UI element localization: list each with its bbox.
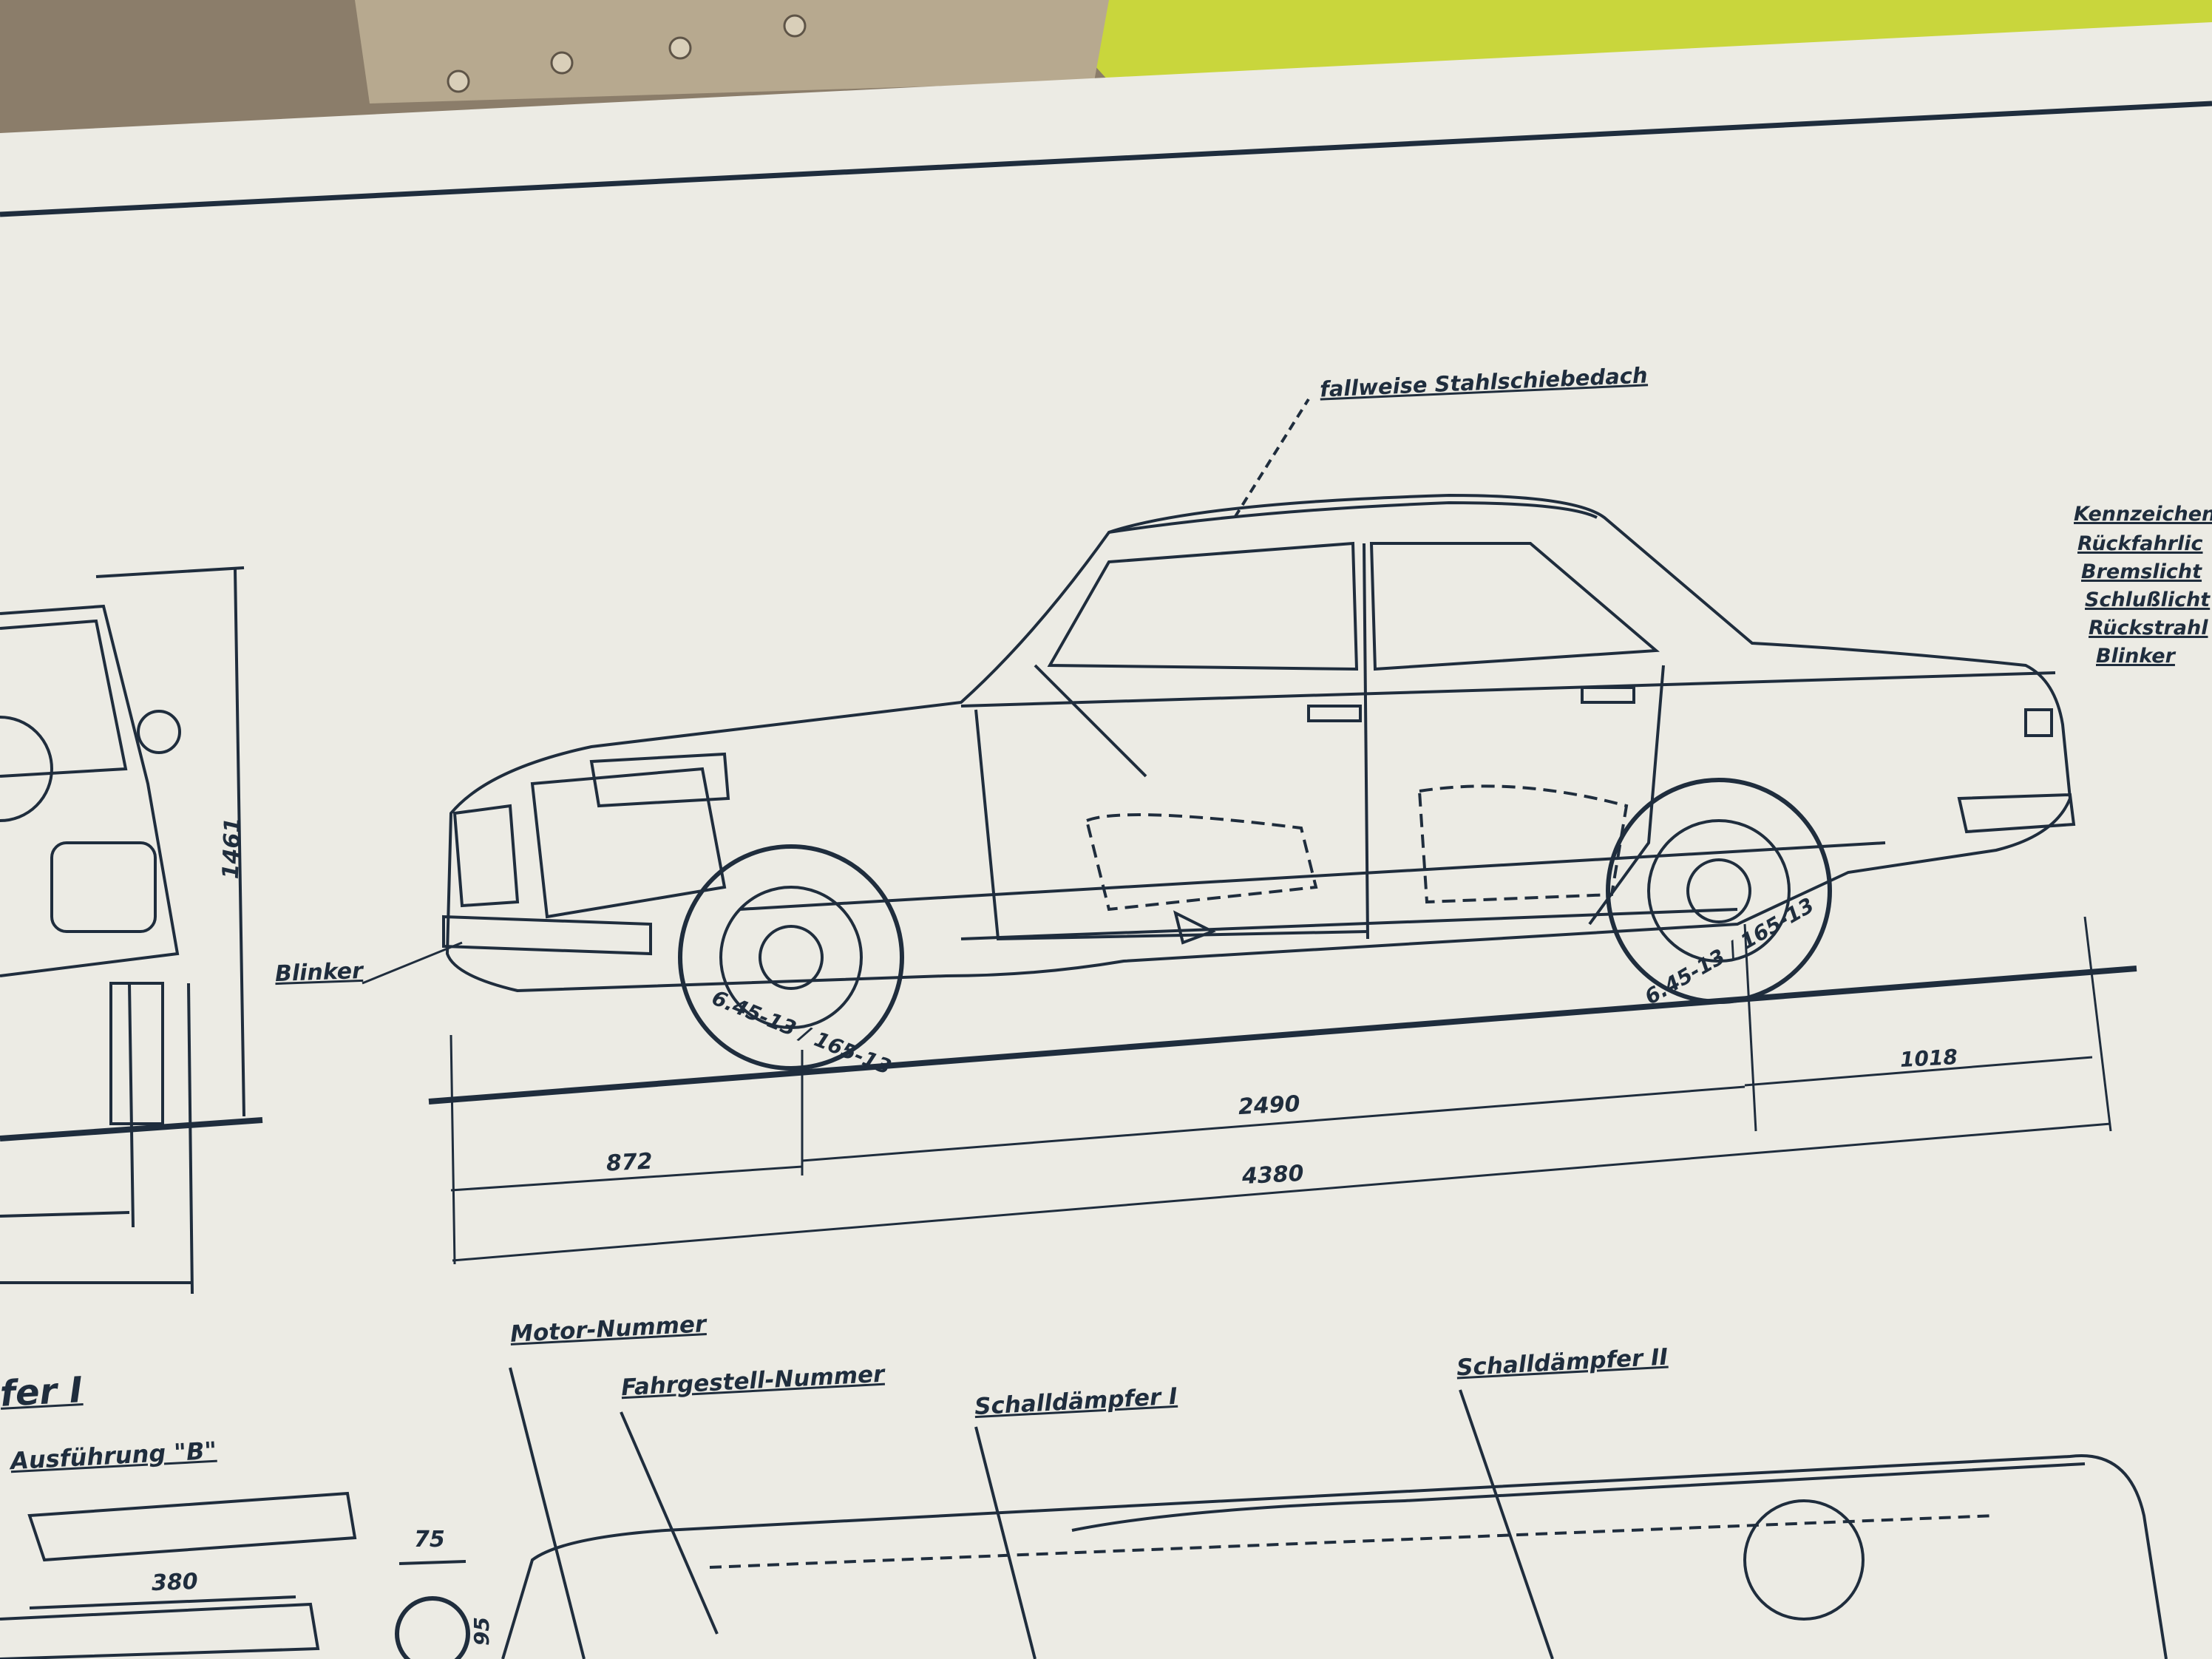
front-view-body (0, 604, 180, 977)
dim-overall-length: 4380 (1241, 1160, 1305, 1190)
car-window-front (1047, 541, 1359, 671)
front-wheel-rim (719, 886, 863, 1029)
engine-block (530, 767, 727, 919)
car-front-view (0, 566, 245, 1295)
front-view-height-dim (234, 569, 245, 1117)
car-beltline (960, 671, 2056, 708)
front-view-steering (0, 716, 53, 822)
part-width-dim (29, 1595, 296, 1609)
front-view-vert-1 (128, 983, 135, 1228)
axle-line (739, 841, 1886, 911)
front-wheel-hub (759, 925, 824, 990)
underside-frame (1071, 1462, 2086, 1532)
front-view-vert-2 (187, 983, 194, 1295)
rear-legend-0: Kennzeichen (2074, 503, 2212, 526)
rear-legend-5: Blinker (2096, 645, 2175, 668)
front-view-width-dim-1 (0, 1211, 130, 1218)
dash-steering (1034, 664, 1147, 778)
leader-schall-2 (1459, 1389, 1554, 1659)
part-dia-dim (398, 1560, 467, 1565)
car-body-outline (445, 493, 2072, 993)
car-tail-light (2024, 708, 2053, 737)
fabric-green (1035, 0, 2212, 81)
blinker-leader (362, 941, 463, 985)
fuel-filler (1173, 910, 1216, 945)
car-door-front (974, 709, 1368, 941)
underside-tunnel (709, 1514, 1997, 1569)
rear-wheel-hub (1686, 858, 1751, 923)
paper-sheet (0, 22, 2212, 1659)
rear-legend-4: Rückstrahl (2089, 617, 2208, 639)
front-view-windshield (0, 619, 128, 778)
car-sill (960, 908, 1738, 940)
car-side-view (362, 398, 2076, 1071)
dim-rear-overhang: 1018 (1899, 1044, 1958, 1073)
dim-height: 1461 (217, 817, 246, 880)
leader-motor (509, 1367, 586, 1659)
sunroof-leader (1233, 398, 1310, 519)
rear-legend-1: Rückfahrlic (2077, 532, 2203, 555)
frame-border-top (0, 101, 2212, 217)
car-window-rear (1369, 542, 1660, 671)
dim-part-dia: 75 (414, 1527, 445, 1553)
leader-schall-1 (974, 1426, 1037, 1659)
rear-wheel (1606, 778, 1832, 1004)
front-wheel (678, 844, 904, 1071)
dim-part-h: 95 (469, 1617, 494, 1646)
part-bracket-lower (0, 1602, 320, 1659)
underside-view (0, 1367, 2168, 1659)
fabric-tan (355, 0, 1109, 104)
dimension-lines (449, 916, 2112, 1265)
fabric-rivets (447, 14, 807, 93)
underside-outline (501, 1454, 2168, 1659)
door-handle-rear (1581, 686, 1635, 704)
seat-front-dashed (1085, 813, 1318, 912)
label-blinker-front: Blinker (274, 957, 364, 988)
rear-wheel-rim (1647, 819, 1791, 963)
front-view-tire-left (109, 982, 164, 1125)
front-view-height-tick-top (95, 566, 245, 578)
car-roof-line (1108, 501, 1598, 534)
part-bracket (27, 1491, 357, 1562)
rear-legend-2: Bremslicht (2081, 560, 2202, 583)
underside-wheel (1743, 1499, 1865, 1621)
car-rear-bumper (1957, 793, 2076, 834)
label-fer-i: fer I (0, 1369, 84, 1415)
ground-line-side (428, 966, 2137, 1105)
front-view-grille (50, 841, 157, 933)
car-grille (452, 804, 520, 908)
seat-rear-dashed (1417, 784, 1629, 904)
leader-fahrgestell (620, 1411, 719, 1635)
part-ring (395, 1596, 470, 1659)
engine-detail (589, 752, 730, 808)
dim-wheelbase: 2490 (1238, 1090, 1301, 1121)
dim-part-width: 380 (151, 1568, 199, 1597)
rear-legend-3: Schlußlicht (2085, 588, 2211, 611)
dim-front-overhang: 872 (605, 1148, 654, 1177)
door-handle-front (1307, 705, 1362, 722)
car-front-bumper (442, 915, 652, 956)
front-view-mirror (137, 710, 181, 754)
